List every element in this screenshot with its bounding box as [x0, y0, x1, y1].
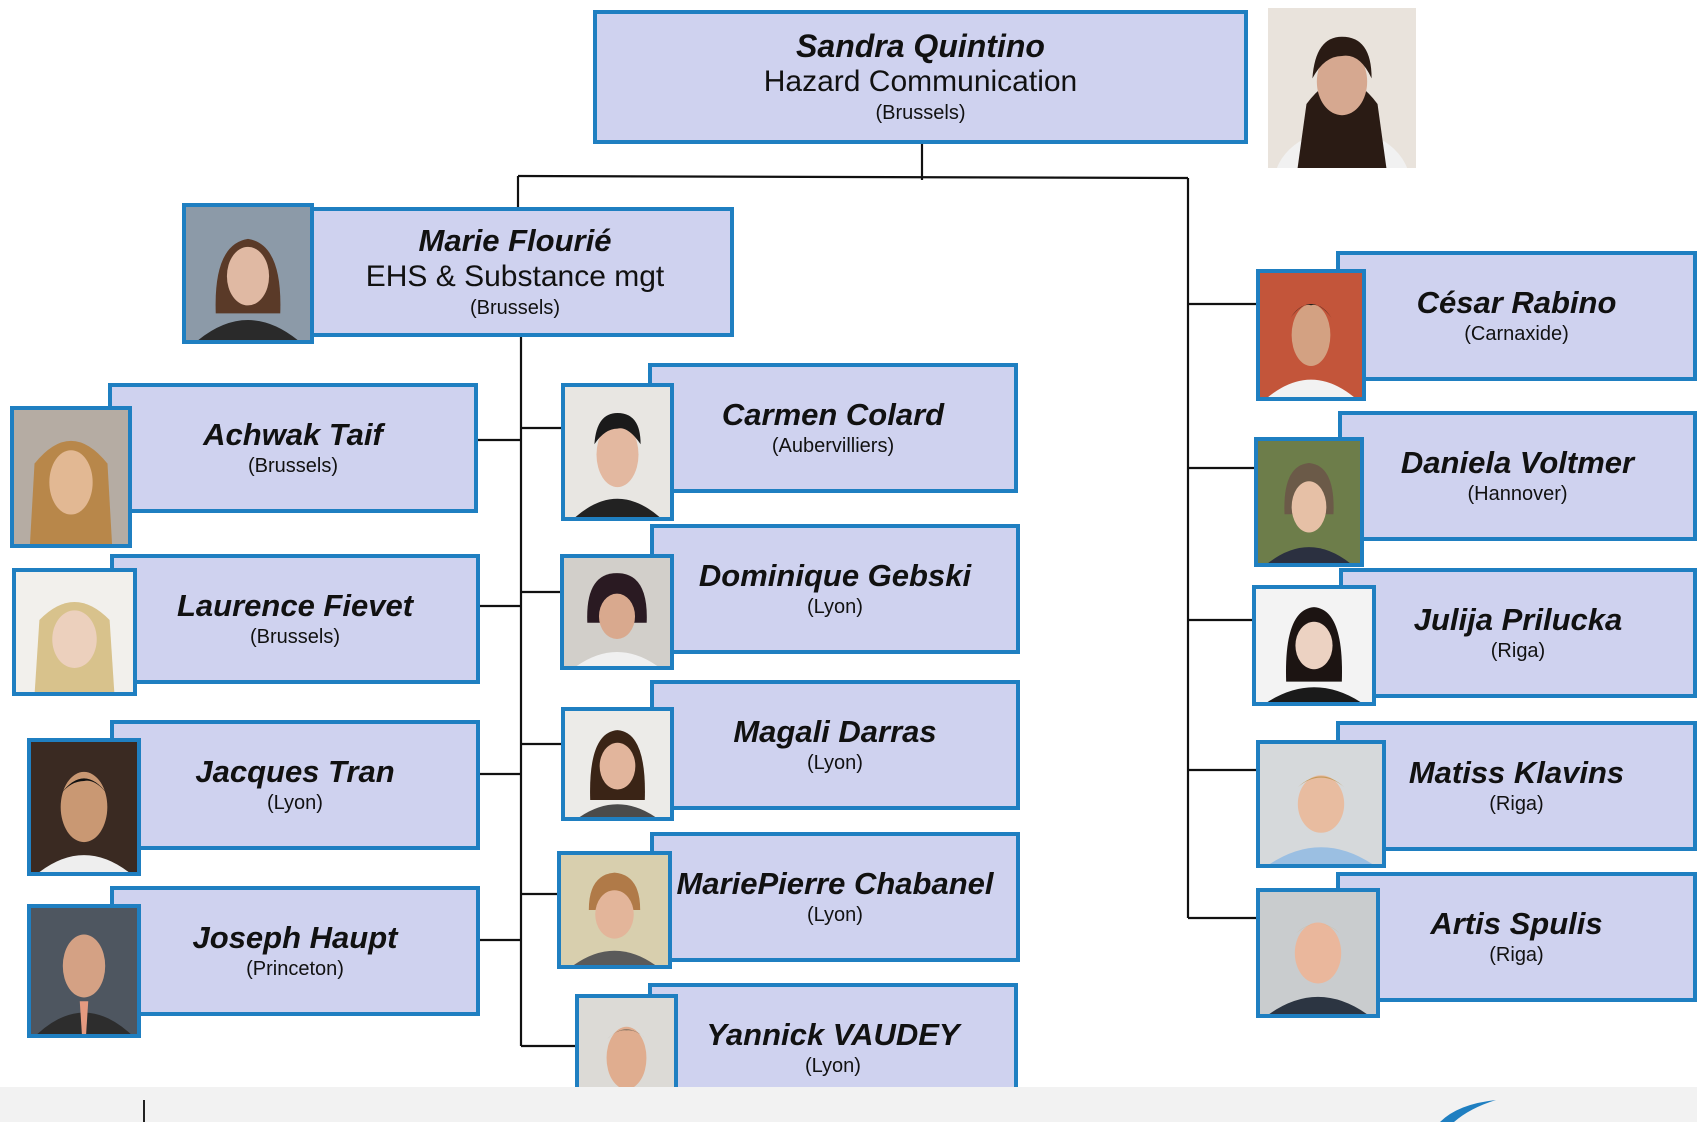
footer-bar: [0, 1087, 1697, 1122]
staff-box-achwak-taif: Achwak Taif (Brussels): [108, 383, 478, 513]
staff-photo-mariepierre-chabanel: [557, 851, 672, 969]
manager-box: Marie Flourié EHS & Substance mgt (Bruss…: [296, 207, 734, 337]
staff-name: Joseph Haupt: [192, 920, 398, 956]
head-role: Hazard Communication: [763, 65, 1078, 99]
staff-location: (Lyon): [267, 791, 323, 814]
staff-name: Jacques Tran: [195, 754, 395, 790]
staff-name: Daniela Voltmer: [1400, 445, 1635, 481]
staff-photo-artis-spulis: [1256, 888, 1380, 1018]
staff-box-mariepierre-chabanel: MariePierre Chabanel (Lyon): [650, 832, 1020, 962]
staff-box-magali-darras: Magali Darras (Lyon): [650, 680, 1020, 810]
staff-photo-magali-darras: [561, 707, 674, 821]
manager-photo: [182, 203, 314, 344]
staff-photo-matiss-klavins: [1256, 740, 1386, 868]
staff-photo-achwak-taif: [10, 406, 132, 548]
staff-location: (Riga): [1489, 943, 1544, 966]
staff-name: César Rabino: [1416, 285, 1617, 321]
staff-name: Achwak Taif: [203, 417, 383, 453]
staff-box-julija-prilucka: Julija Prilucka (Riga): [1339, 568, 1697, 698]
staff-location: (Lyon): [807, 903, 863, 926]
staff-box-matiss-klavins: Matiss Klavins (Riga): [1336, 721, 1697, 851]
staff-location: (Princeton): [246, 957, 344, 980]
staff-location: (Carnaxide): [1464, 322, 1569, 345]
staff-name: Yannick VAUDEY: [706, 1017, 960, 1053]
staff-location: (Riga): [1489, 792, 1544, 815]
staff-name: Magali Darras: [733, 714, 937, 750]
staff-location: (Brussels): [249, 625, 340, 648]
staff-photo-joseph-haupt: [27, 904, 141, 1038]
staff-box-joseph-haupt: Joseph Haupt (Princeton): [110, 886, 480, 1016]
manager-name: Marie Flourié: [418, 223, 612, 259]
head-photo: [1268, 8, 1416, 168]
staff-photo-jacques-tran: [27, 738, 141, 876]
staff-location: (Brussels): [247, 454, 338, 477]
staff-location: (Lyon): [807, 751, 863, 774]
logo-swoosh-icon: [1440, 1100, 1496, 1122]
head-box: Sandra Quintino Hazard Communication (Br…: [593, 10, 1248, 144]
staff-box-dominique-gebski: Dominique Gebski (Lyon): [650, 524, 1020, 654]
staff-box-laurence-fievet: Laurence Fievet (Brussels): [110, 554, 480, 684]
staff-photo-julija-prilucka: [1252, 585, 1376, 706]
staff-photo-daniela-voltmer: [1254, 437, 1364, 567]
staff-location: (Hannover): [1467, 482, 1568, 505]
staff-box-cesar-rabino: César Rabino (Carnaxide): [1336, 251, 1697, 381]
staff-box-jacques-tran: Jacques Tran (Lyon): [110, 720, 480, 850]
staff-box-daniela-voltmer: Daniela Voltmer (Hannover): [1338, 411, 1697, 541]
staff-name: Carmen Colard: [721, 397, 945, 433]
head-location: (Brussels): [875, 102, 966, 125]
staff-photo-laurence-fievet: [12, 568, 137, 696]
staff-box-artis-spulis: Artis Spulis (Riga): [1336, 872, 1697, 1002]
staff-location: (Lyon): [805, 1054, 861, 1077]
staff-name: MariePierre Chabanel: [676, 866, 994, 902]
footer-divider: [143, 1100, 145, 1122]
staff-photo-cesar-rabino: [1256, 269, 1366, 401]
staff-box-carmen-colard: Carmen Colard (Aubervilliers): [648, 363, 1018, 493]
staff-location: (Riga): [1490, 639, 1546, 662]
manager-role: EHS & Substance mgt: [365, 259, 665, 293]
staff-name: Julija Prilucka: [1413, 602, 1623, 638]
staff-location: (Lyon): [807, 595, 863, 618]
staff-name: Matiss Klavins: [1408, 755, 1625, 791]
staff-name: Dominique Gebski: [698, 558, 972, 594]
staff-location: (Aubervilliers): [771, 434, 895, 457]
head-name: Sandra Quintino: [796, 27, 1045, 64]
manager-location: (Brussels): [469, 296, 560, 319]
staff-photo-carmen-colard: [561, 383, 674, 521]
staff-photo-dominique-gebski: [560, 554, 674, 670]
staff-name: Artis Spulis: [1430, 906, 1603, 942]
staff-name: Laurence Fievet: [176, 588, 414, 624]
